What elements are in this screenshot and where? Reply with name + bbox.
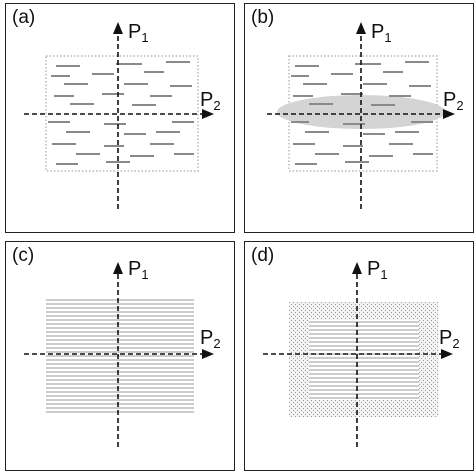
random-line-segments	[48, 61, 194, 165]
p1-label: P1	[371, 21, 392, 45]
p2-arrowhead	[202, 349, 214, 359]
p2-label: P2	[200, 89, 221, 113]
dotted-boundary	[45, 55, 199, 172]
p1-arrowhead	[352, 262, 362, 274]
p1-arrowhead	[356, 22, 366, 34]
dotted-boundary	[288, 55, 438, 172]
panel-a-figure	[24, 22, 214, 209]
panel-label: (d)	[251, 245, 275, 266]
p1-label: P1	[128, 258, 149, 282]
panel-c-figure	[24, 262, 214, 447]
p2-arrowhead	[441, 349, 453, 359]
p2-label: P2	[439, 327, 460, 351]
p1-arrowhead	[113, 22, 123, 34]
panel-c: (c) P1 P2	[5, 241, 235, 471]
panel-b-figure	[267, 22, 455, 209]
p2-label: P2	[443, 89, 464, 113]
random-line-segments	[291, 61, 433, 165]
panel-label: (c)	[12, 245, 35, 266]
panel-label: (a)	[12, 7, 36, 28]
p2-label: P2	[200, 327, 221, 351]
p1-label: P1	[367, 258, 388, 282]
p1-label: P1	[128, 21, 149, 45]
panel-d: (d) P1 P2	[244, 241, 474, 471]
horizontal-stripes	[46, 299, 194, 413]
panel-label: (b)	[251, 7, 275, 28]
panel-d-figure	[263, 262, 453, 447]
p2-arrowhead	[202, 109, 214, 119]
panel-b: (b) P1 P2	[244, 3, 474, 233]
inner-striped-area	[309, 320, 419, 400]
p1-arrowhead	[113, 262, 123, 274]
p2-arrowhead	[443, 109, 455, 119]
panel-a: (a) P1 P2	[5, 3, 235, 233]
